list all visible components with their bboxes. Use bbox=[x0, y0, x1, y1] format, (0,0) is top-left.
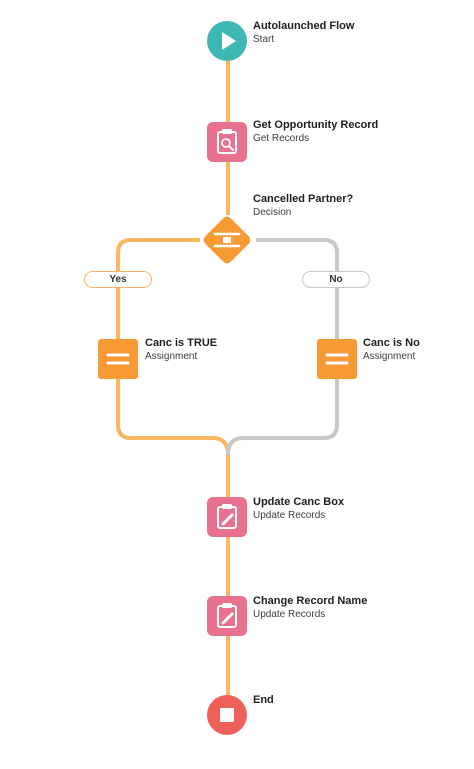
decision-node[interactable] bbox=[198, 211, 256, 269]
end-node[interactable] bbox=[207, 695, 247, 735]
outcome-yes-pill[interactable]: Yes bbox=[84, 271, 152, 288]
connector-yes-branch bbox=[116, 238, 230, 497]
assignment-no-label: Canc is No Assignment bbox=[363, 337, 420, 363]
play-icon bbox=[207, 21, 247, 61]
node-type: Assignment bbox=[145, 351, 198, 362]
assignment-icon bbox=[98, 339, 138, 379]
clipboard-pencil-icon bbox=[207, 596, 247, 636]
node-title: Change Record Name bbox=[253, 595, 368, 607]
node-type: Update Records bbox=[253, 510, 326, 521]
node-title: Update Canc Box bbox=[253, 496, 345, 508]
node-type: Decision bbox=[253, 207, 292, 218]
node-title: End bbox=[253, 694, 274, 706]
change-name-node[interactable] bbox=[207, 596, 247, 636]
assignment-true-label: Canc is TRUE Assignment bbox=[145, 337, 217, 363]
node-type: Get Records bbox=[253, 133, 310, 144]
assignment-true-node[interactable] bbox=[98, 339, 138, 379]
stop-icon bbox=[207, 695, 247, 735]
node-type: Start bbox=[253, 34, 275, 45]
assignment-no-node[interactable] bbox=[317, 339, 357, 379]
decision-icon bbox=[203, 216, 251, 264]
node-type: Assignment bbox=[363, 351, 416, 362]
node-type: Update Records bbox=[253, 609, 326, 620]
get-records-node[interactable] bbox=[207, 122, 247, 162]
node-title: Canc is No bbox=[363, 337, 420, 349]
node-title: Canc is TRUE bbox=[145, 337, 218, 349]
start-node[interactable] bbox=[207, 21, 247, 61]
start-label: Autolaunched Flow Start bbox=[253, 20, 354, 46]
node-title: Get Opportunity Record bbox=[253, 119, 379, 131]
outcome-no-pill[interactable]: No bbox=[302, 271, 370, 288]
change-name-label: Change Record Name Update Records bbox=[253, 595, 367, 621]
update-canc-label: Update Canc Box Update Records bbox=[253, 496, 344, 522]
clipboard-pencil-icon bbox=[207, 497, 247, 537]
get-records-label: Get Opportunity Record Get Records bbox=[253, 119, 378, 145]
node-title: Cancelled Partner? bbox=[253, 193, 354, 205]
decision-label: Cancelled Partner? Decision bbox=[253, 193, 353, 219]
assignment-icon bbox=[317, 339, 357, 379]
node-title: Autolaunched Flow bbox=[253, 20, 355, 32]
clipboard-search-icon bbox=[207, 122, 247, 162]
update-canc-node[interactable] bbox=[207, 497, 247, 537]
connector-no-branch bbox=[226, 238, 339, 456]
end-label: End bbox=[253, 694, 274, 707]
